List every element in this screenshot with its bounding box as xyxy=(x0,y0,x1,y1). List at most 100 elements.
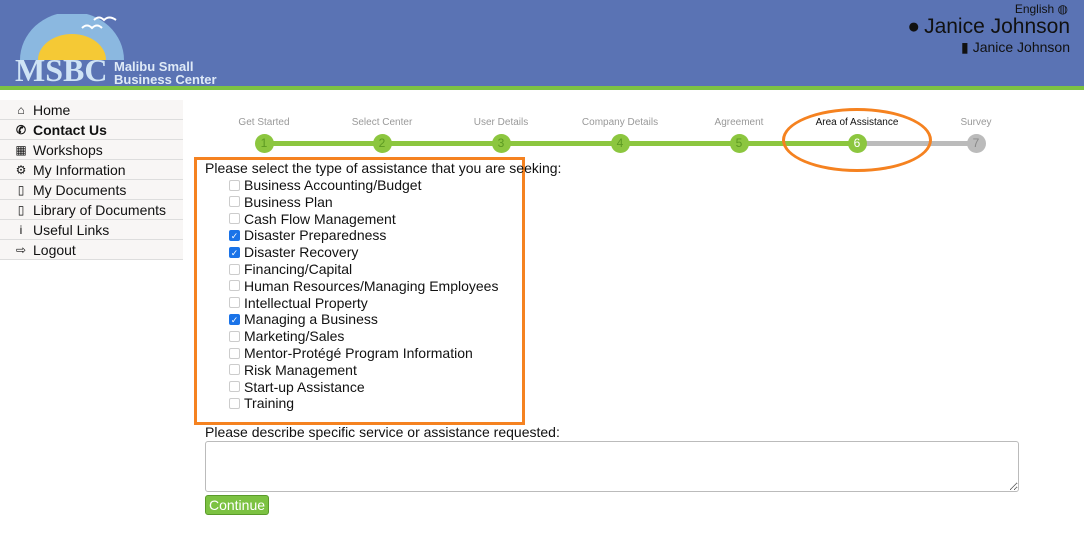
step-number: 4 xyxy=(610,134,630,153)
logout-icon: ⇨ xyxy=(15,242,27,257)
user-name: Janice Johnson xyxy=(924,15,1070,38)
checkbox[interactable] xyxy=(229,196,240,208)
option-label: Marketing/Sales xyxy=(244,328,345,345)
step-number: 5 xyxy=(729,134,749,153)
sidebar-item-label: My Information xyxy=(33,161,126,178)
assistance-option[interactable]: Business Plan xyxy=(229,194,333,210)
file-icon: ▯ xyxy=(17,182,25,197)
step-1: Get Started 1 xyxy=(204,110,324,153)
checkbox[interactable] xyxy=(229,381,240,393)
step-5: Agreement 5 xyxy=(679,110,799,153)
sidebar-item-my-documents[interactable]: ▯My Documents xyxy=(0,180,183,200)
checkbox[interactable] xyxy=(229,330,240,342)
sidebar-item-contact-us[interactable]: ✆ Contact Us xyxy=(0,120,183,140)
sidebar-nav: ⌂ Home ✆ Contact Us ▦Workshops ⚙ My Informatio… xyxy=(0,100,183,260)
gear-icon: ⚙ xyxy=(15,162,27,177)
sidebar-item-useful-links[interactable]: i Useful Links xyxy=(0,220,183,240)
option-label: Start-up Assistance xyxy=(244,378,365,395)
sidebar-item-label: Useful Links xyxy=(33,221,110,238)
assistance-option[interactable]: Training xyxy=(229,395,294,411)
checkbox[interactable]: ✓ xyxy=(229,313,240,325)
checkbox[interactable] xyxy=(229,297,240,309)
sidebar-item-label: Home xyxy=(33,101,71,118)
logo-icon xyxy=(20,14,124,60)
assistance-option[interactable]: ✓ Disaster Recovery xyxy=(229,244,358,260)
sidebar-item-logout[interactable]: ⇨ Logout xyxy=(0,240,183,260)
step-label: Get Started xyxy=(238,117,290,128)
checkbox[interactable] xyxy=(229,213,240,225)
phone-icon: ✆ xyxy=(15,122,27,137)
building-icon: ▮ xyxy=(960,39,969,55)
assistance-option[interactable]: Human Resources/Managing Employees xyxy=(229,278,498,294)
option-label: Disaster Recovery xyxy=(244,244,359,261)
checkbox[interactable] xyxy=(229,397,240,409)
user-menu[interactable]: ●Janice Johnson xyxy=(907,16,1070,38)
user-circle-icon: ● xyxy=(907,15,921,38)
step-4: Company Details 4 xyxy=(560,110,680,153)
info-icon: i xyxy=(19,222,23,237)
step-number: 2 xyxy=(372,134,392,153)
checkbox[interactable] xyxy=(229,347,240,359)
option-label: Risk Management xyxy=(244,361,357,378)
checkbox[interactable] xyxy=(229,179,240,191)
assistance-option[interactable]: Intellectual Property xyxy=(229,295,368,311)
sidebar-item-label: Contact Us xyxy=(33,121,107,138)
option-label: Intellectual Property xyxy=(244,294,368,311)
step-3: User Details 3 xyxy=(441,110,561,153)
assistance-option[interactable]: Marketing/Sales xyxy=(229,328,344,344)
sidebar-item-workshops[interactable]: ▦Workshops xyxy=(0,140,183,160)
highlight-box xyxy=(194,157,525,425)
option-label: Financing/Capital xyxy=(244,261,353,277)
describe-textarea[interactable] xyxy=(205,441,1019,492)
step-label: Survey xyxy=(960,117,992,128)
option-label: Managing a Business xyxy=(244,311,378,328)
assistance-option[interactable]: ✓ Managing a Business xyxy=(229,311,378,327)
checkbox[interactable] xyxy=(229,263,240,275)
sidebar-item-my-information[interactable]: ⚙ My Information xyxy=(0,160,183,180)
step-label: Select Center xyxy=(351,117,413,128)
assistance-option[interactable]: Cash Flow Management xyxy=(229,211,396,227)
highlight-ring xyxy=(782,108,932,172)
logo-name-line1: Malibu Small xyxy=(114,59,194,74)
step-label: Agreement xyxy=(714,117,764,128)
assistance-option[interactable]: Business Accounting/Budget xyxy=(229,177,421,193)
option-label: Training xyxy=(244,395,295,412)
option-label: Human Resources/Managing Employees xyxy=(244,277,499,294)
checkbox[interactable]: ✓ xyxy=(229,246,240,258)
org-name: Janice Johnson xyxy=(972,39,1070,55)
home-icon: ⌂ xyxy=(17,102,25,117)
option-label: Cash Flow Management xyxy=(244,210,396,227)
checkbox[interactable] xyxy=(229,364,240,376)
org-link[interactable]: ▮Janice Johnson xyxy=(961,39,1070,55)
option-label: Mentor-Protégé Program Information xyxy=(244,345,473,361)
question-label: Please select the type of assistance tha… xyxy=(205,160,562,176)
step-number: 1 xyxy=(254,134,274,153)
assistance-option[interactable]: Financing/Capital xyxy=(229,261,352,277)
assistance-option[interactable]: ✓Disaster Preparedness xyxy=(229,227,386,243)
sidebar-item-label: Library of Documents xyxy=(33,201,167,218)
checkbox[interactable]: ✓ xyxy=(229,229,240,241)
sidebar-item-library-of-documents[interactable]: ▯Library of Documents xyxy=(0,200,183,220)
calendar-icon: ▦ xyxy=(15,142,27,157)
step-number: 3 xyxy=(491,134,511,153)
sidebar-item-label: Logout xyxy=(33,241,76,258)
globe-icon: ◍ xyxy=(1057,2,1068,16)
assistance-option[interactable]: Risk Management xyxy=(229,362,357,378)
language-label: English xyxy=(1014,2,1055,16)
describe-label: Please describe specific service or assi… xyxy=(205,424,560,440)
assistance-option[interactable]: Start-up Assistance xyxy=(229,379,365,395)
step-label: User Details xyxy=(473,117,529,128)
logo-abbr: MSBC xyxy=(15,52,108,88)
option-label: Business Plan xyxy=(244,193,333,210)
sidebar-item-home[interactable]: ⌂ Home xyxy=(0,100,183,120)
checkbox[interactable] xyxy=(229,280,240,292)
logo-name-line2: Business Center xyxy=(114,72,217,87)
assistance-option[interactable]: Mentor-Protégé Program Information xyxy=(229,345,473,361)
progress-track-done xyxy=(264,141,857,146)
step-label: Company Details xyxy=(581,117,659,128)
language-selector[interactable]: English ◍ xyxy=(1015,2,1068,16)
continue-button[interactable]: Continue xyxy=(205,495,269,515)
